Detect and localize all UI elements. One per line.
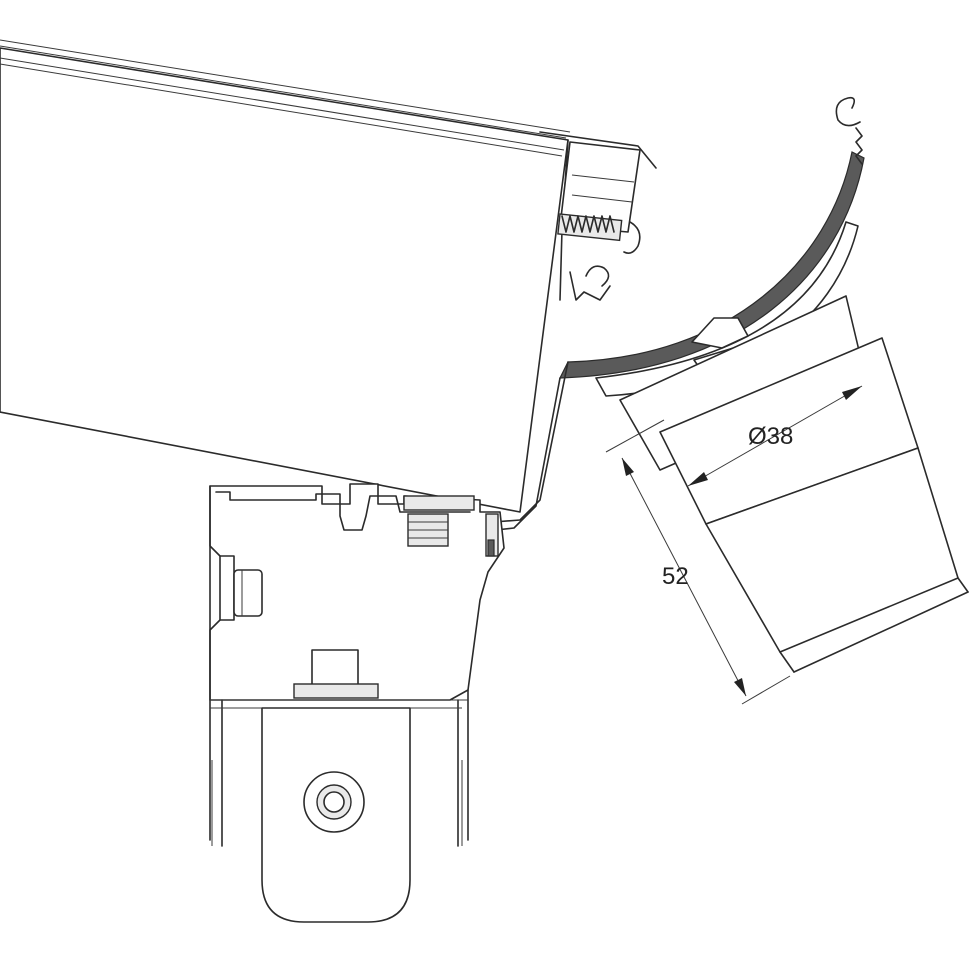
lower-post-profile: [209, 483, 505, 847]
length-label: 52: [662, 563, 689, 590]
cylinder-housing: [619, 295, 969, 673]
spring-icon: [561, 215, 615, 233]
dimension-diameter: Ø38: [687, 385, 863, 487]
lower-rounded-bracket: [261, 707, 411, 923]
end-cap-assembly: [557, 141, 641, 301]
dimension-length: 52: [605, 419, 791, 705]
clamp-plate: [210, 649, 468, 709]
diameter-label: Ø38: [748, 423, 793, 450]
bolt-head-icon: [233, 569, 263, 617]
main-profile: [0, 39, 657, 513]
